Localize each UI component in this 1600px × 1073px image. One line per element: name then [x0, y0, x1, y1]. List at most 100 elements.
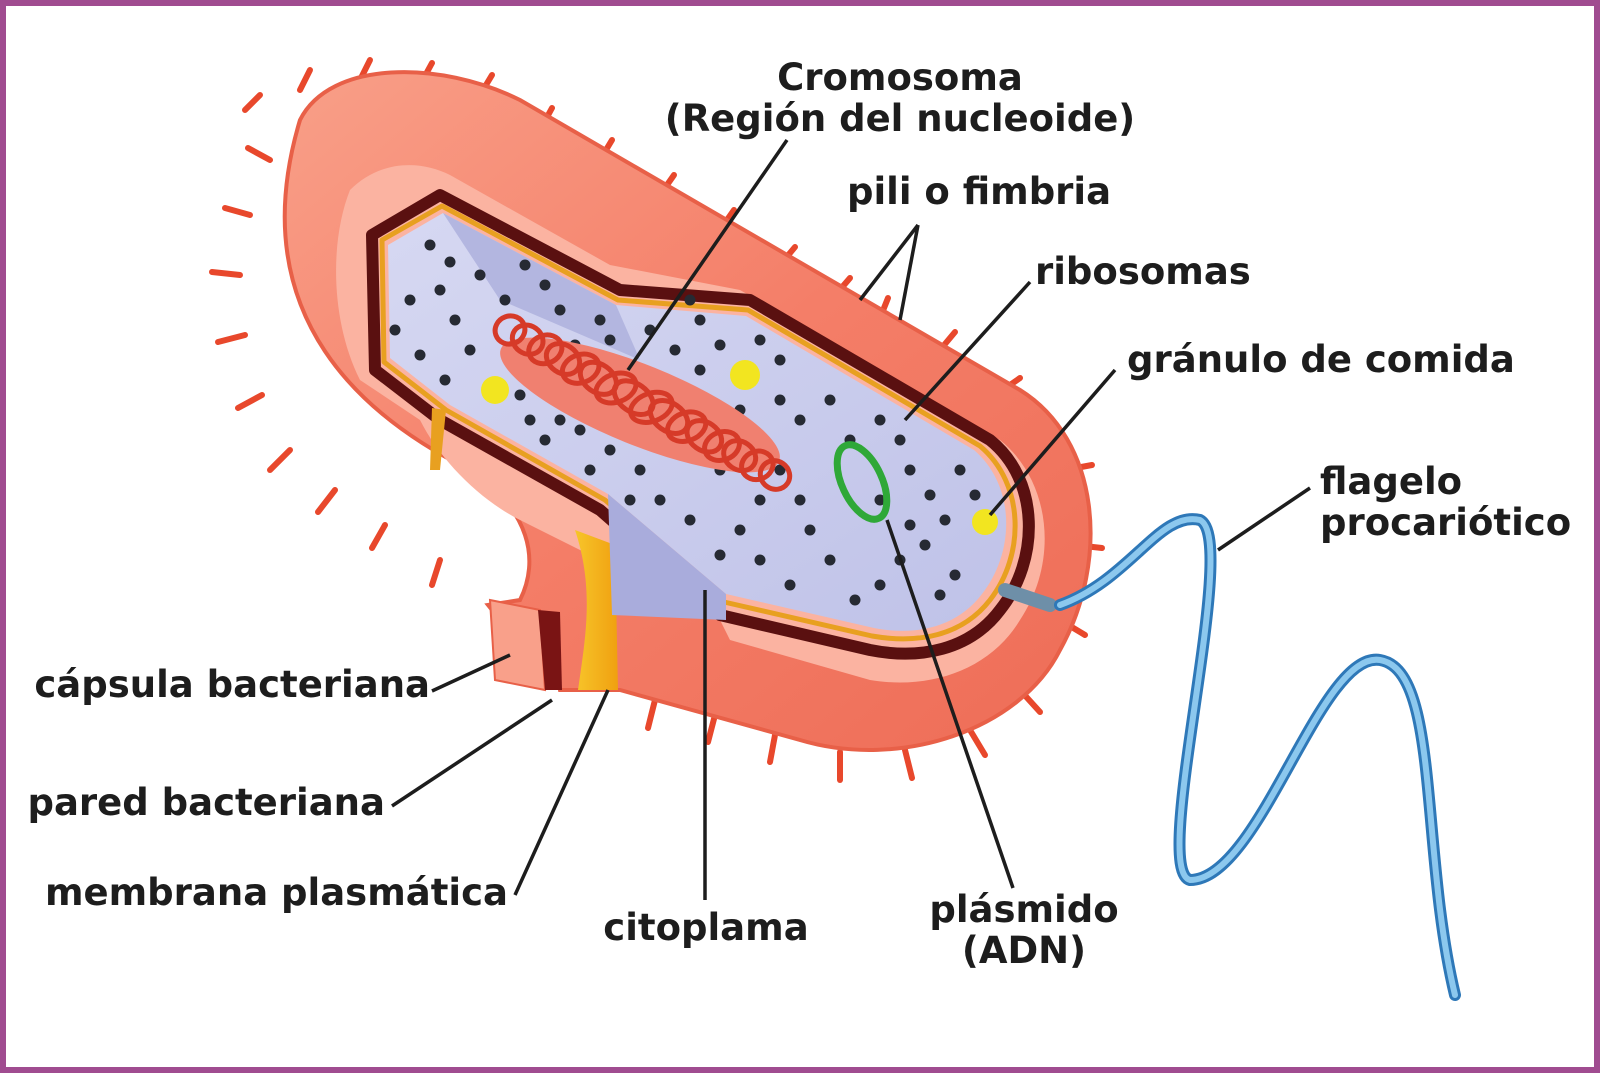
pilus	[222, 205, 253, 218]
ribosome	[714, 549, 726, 561]
ribosome	[514, 389, 526, 401]
label-cromosoma: Cromosoma	[777, 56, 1023, 99]
pilus	[967, 727, 988, 758]
pilus	[902, 747, 915, 781]
label-procariotico: procariótico	[1320, 501, 1571, 544]
ribosome	[594, 314, 606, 326]
label-pili: pili o fimbria	[847, 170, 1111, 213]
ribosome	[654, 494, 666, 506]
ribosome	[849, 594, 861, 606]
ribosome	[684, 294, 696, 306]
ribosome	[404, 294, 416, 306]
chromosome	[492, 313, 793, 492]
ribosome	[539, 279, 551, 291]
ribosome	[754, 554, 766, 566]
ribosome	[954, 464, 966, 476]
ribosome	[774, 464, 786, 476]
plasmid	[833, 441, 891, 523]
ribosome	[754, 334, 766, 346]
ribosome	[874, 579, 886, 591]
pilus	[297, 67, 313, 93]
leader-lines	[391, 139, 1311, 900]
ribosome	[904, 519, 916, 531]
ribosome	[939, 514, 951, 526]
leader-ribosomas	[903, 280, 1032, 422]
leader-plasmido	[885, 519, 1015, 889]
pilus	[429, 557, 443, 588]
leader-membrana	[513, 689, 610, 896]
label-ribosomas: ribosomas	[1035, 250, 1251, 293]
pilus	[215, 332, 248, 345]
ribosome	[919, 539, 931, 551]
plasma-membrane	[379, 203, 1018, 642]
leader-pili-1	[858, 223, 920, 302]
ribosome	[519, 259, 531, 271]
ribosome	[389, 324, 401, 336]
chromosome-loop	[509, 322, 546, 357]
label-membrana: membrana plasmática	[45, 871, 508, 914]
ribosome	[969, 489, 981, 501]
ribosome	[434, 284, 446, 296]
ribosome	[874, 414, 886, 426]
ribosome	[604, 334, 616, 346]
food-granule	[730, 360, 760, 390]
labels: Cromosoma (Región del nucleoide) pili o …	[27, 56, 1571, 972]
food-granule	[481, 376, 509, 404]
ribosome	[894, 434, 906, 446]
ribosome	[624, 494, 636, 506]
chromosome-loop	[721, 438, 759, 474]
ribosome	[714, 339, 726, 351]
pilus	[209, 269, 243, 278]
pilus	[245, 145, 273, 163]
ribosome	[604, 444, 616, 456]
ribosome	[794, 494, 806, 506]
ribosome	[794, 414, 806, 426]
flagellum	[998, 513, 1461, 1001]
ribosome	[949, 569, 961, 581]
label-granulo: gránulo de comida	[1127, 338, 1515, 381]
ribosome	[524, 414, 536, 426]
ribosome	[774, 354, 786, 366]
label-citoplasma: citoplama	[603, 906, 808, 949]
ribosome	[449, 314, 461, 326]
ribosome	[784, 579, 796, 591]
ribosome	[694, 364, 706, 376]
ribosome	[804, 524, 816, 536]
leader-pared	[391, 698, 553, 808]
ribosome	[774, 394, 786, 406]
ribosome	[734, 524, 746, 536]
ribosome	[824, 554, 836, 566]
pilus	[767, 732, 778, 765]
ribosome	[554, 414, 566, 426]
leader-pili-2	[898, 224, 920, 321]
ribosome	[874, 494, 886, 506]
cut-face-layers	[488, 530, 618, 692]
ribosome	[574, 424, 586, 436]
pilus	[645, 697, 658, 731]
ribosome	[824, 394, 836, 406]
label-pared: pared bacteriana	[27, 781, 385, 824]
ribosome	[439, 374, 451, 386]
ribosome	[444, 256, 456, 268]
ribosome	[539, 434, 551, 446]
ribosome	[474, 269, 486, 281]
ribosome	[499, 294, 511, 306]
label-flagelo: flagelo	[1320, 460, 1462, 503]
pilus	[235, 392, 265, 411]
pilus	[267, 447, 293, 473]
ribosome	[694, 314, 706, 326]
ribosome	[924, 489, 936, 501]
ribosome	[584, 464, 596, 476]
ribosome	[634, 464, 646, 476]
ribosomes	[389, 239, 981, 606]
pilus	[369, 522, 388, 551]
label-plasmido: plásmido	[929, 888, 1118, 931]
label-adn: (ADN)	[962, 929, 1086, 972]
cell-wall	[366, 189, 1035, 660]
ribosome	[669, 344, 681, 356]
ribosome	[424, 239, 436, 251]
leader-granulo	[988, 368, 1117, 517]
ribosome	[904, 464, 916, 476]
